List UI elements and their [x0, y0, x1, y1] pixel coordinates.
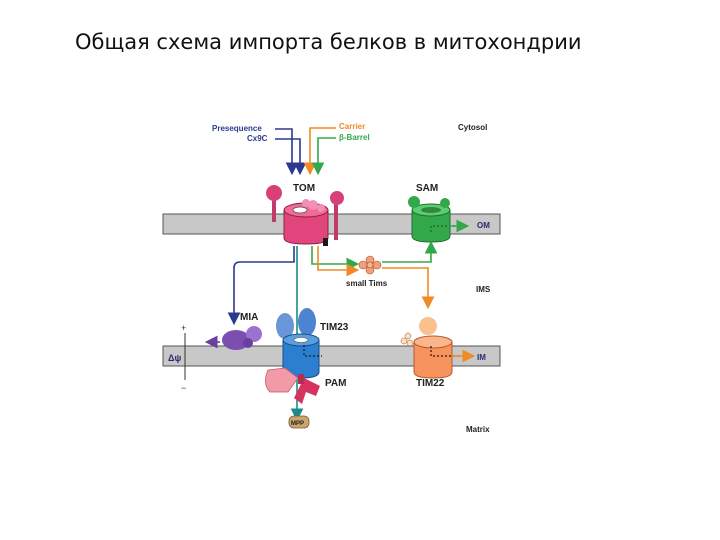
ims-pathways — [227, 240, 438, 326]
pam-label: PAM — [325, 378, 346, 389]
cytosol-label: Cytosol — [458, 123, 487, 132]
cx9c-label: Cx9C — [247, 134, 268, 143]
tom-label: TOM — [293, 183, 315, 194]
mia-label: MIA — [240, 312, 258, 323]
tim23-label: TIM23 — [320, 322, 349, 333]
mpp — [288, 415, 310, 429]
mia-complex — [204, 326, 262, 350]
carrier-label: Carrier — [339, 122, 365, 131]
matrix-label: Matrix — [466, 425, 490, 434]
small-tims-label: small Tims — [346, 279, 388, 288]
slide-title: Общая схема импорта белков в митохондрии — [75, 30, 582, 54]
sam-complex — [408, 196, 470, 243]
membrane-potential: + − — [181, 323, 186, 393]
mpp-label: MPP — [291, 421, 304, 427]
tim22-label: TIM22 — [416, 378, 445, 389]
tim23-complex — [276, 308, 322, 379]
sam-label: SAM — [416, 183, 438, 194]
presequence-label: Presequence — [212, 124, 262, 133]
small-tims — [358, 255, 382, 275]
om-label: OM — [477, 221, 490, 230]
precursor-arrows — [275, 127, 336, 176]
delta-psi-label: Δψ — [168, 353, 181, 363]
pam-complex — [265, 367, 320, 404]
tim22-complex — [400, 317, 476, 379]
plus-sign: + — [181, 323, 186, 333]
tom-complex — [266, 185, 344, 246]
im-label: IM — [477, 353, 486, 362]
minus-sign: − — [181, 383, 186, 393]
ims-label: IMS — [476, 285, 491, 294]
beta-barrel-label: β-Barrel — [339, 133, 370, 142]
